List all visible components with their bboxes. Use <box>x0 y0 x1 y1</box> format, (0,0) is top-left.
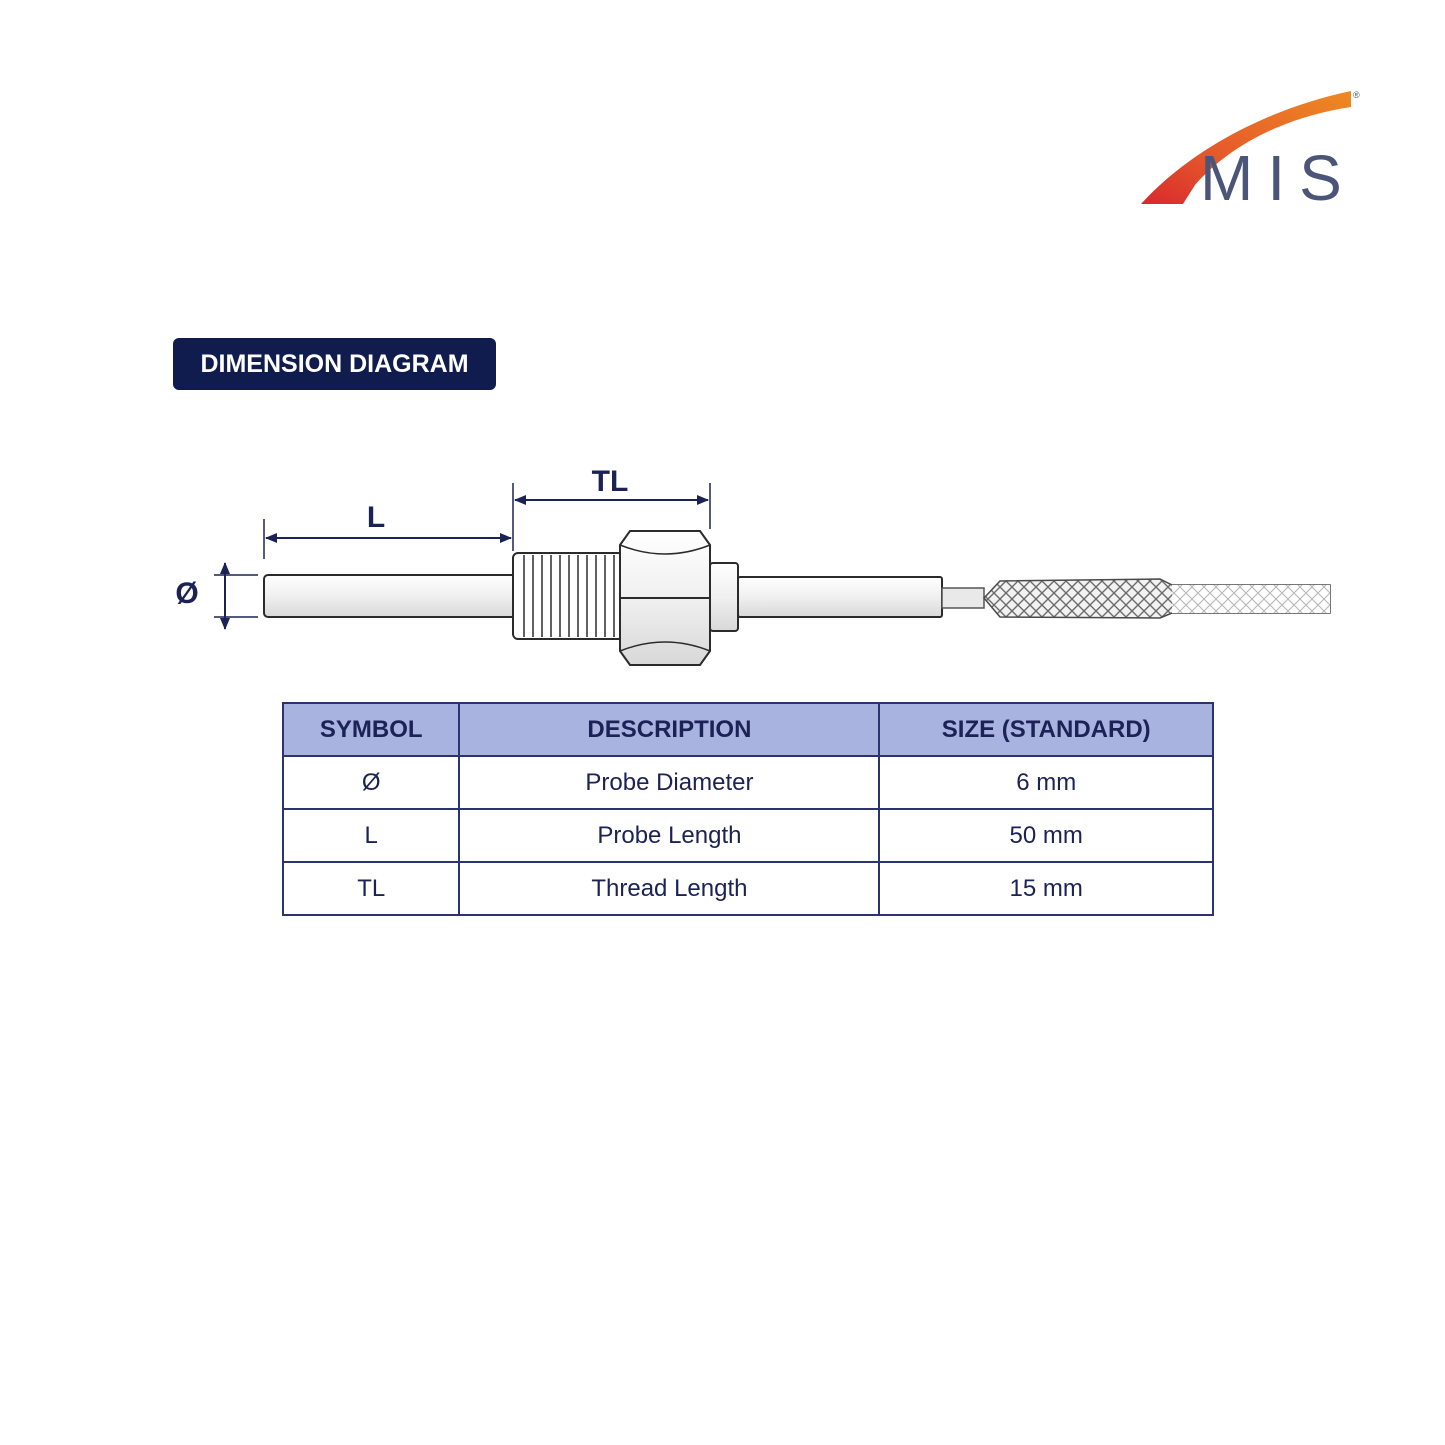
table-row: Ø Probe Diameter 6 mm <box>281 755 1214 810</box>
header-size: SIZE (STANDARD) <box>878 702 1214 757</box>
cell-description: Thread Length <box>458 861 881 916</box>
thread-lines <box>523 555 615 637</box>
table-row: L Probe Length 50 mm <box>281 808 1214 863</box>
cell-size: 15 mm <box>878 861 1214 916</box>
cell-symbol: TL <box>281 861 461 916</box>
collar <box>709 562 739 632</box>
cell-description: Probe Diameter <box>458 755 881 810</box>
table-header-row: SYMBOL DESCRIPTION SIZE (STANDARD) <box>281 702 1214 757</box>
cell-symbol: Ø <box>281 755 461 810</box>
thread-section <box>512 552 624 640</box>
logo-swoosh <box>1141 91 1351 204</box>
logo-wordmark: MIS <box>1200 142 1356 214</box>
dimension-diagram: L TL Ø <box>175 465 1331 666</box>
label-diameter: Ø <box>175 577 198 610</box>
transition-tube <box>941 587 985 609</box>
label-tl: TL <box>592 465 629 498</box>
probe-body <box>263 574 517 618</box>
header-description: DESCRIPTION <box>458 702 881 757</box>
header-symbol: SYMBOL <box>281 702 461 757</box>
cell-size: 50 mm <box>878 808 1214 863</box>
label-l: L <box>367 501 385 534</box>
logo-registered-mark: ® <box>1353 90 1360 100</box>
cell-description: Probe Length <box>458 808 881 863</box>
section-title-badge: DIMENSION DIAGRAM <box>173 338 496 390</box>
cell-size: 6 mm <box>878 755 1214 810</box>
dimension-spec-table: SYMBOL DESCRIPTION SIZE (STANDARD) Ø Pro… <box>281 702 1214 916</box>
cell-symbol: L <box>281 808 461 863</box>
sheath <box>737 576 943 618</box>
braided-cable-tail <box>1172 585 1330 613</box>
mis-logo: ® <box>1141 90 1360 204</box>
table-row: TL Thread Length 15 mm <box>281 861 1214 916</box>
